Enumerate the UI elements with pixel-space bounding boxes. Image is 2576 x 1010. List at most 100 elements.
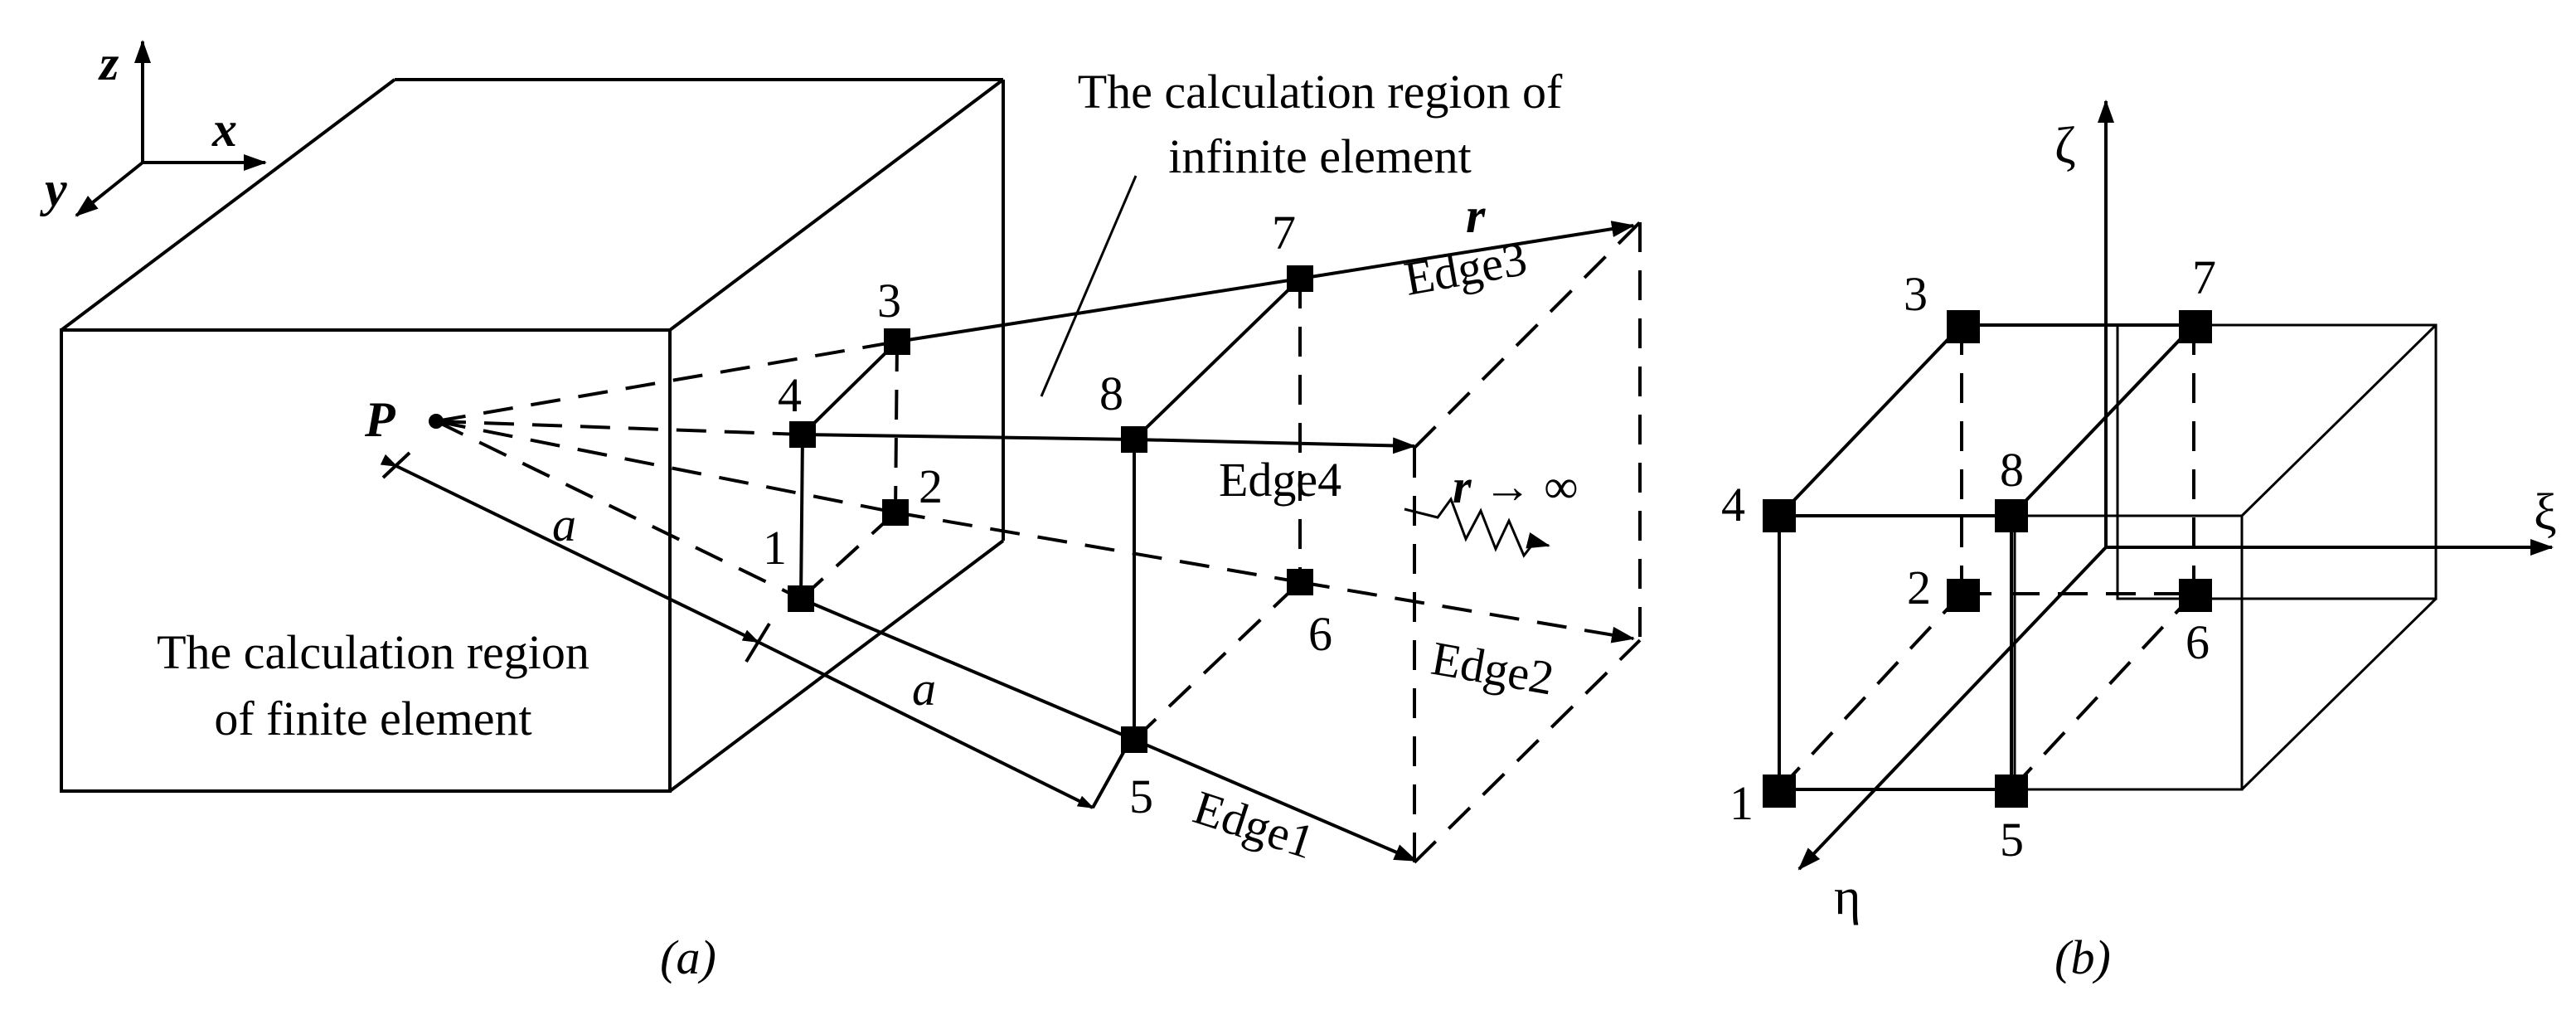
node-label-4: 4 bbox=[778, 368, 802, 422]
zeta-axis-label: ζ bbox=[2054, 118, 2076, 174]
inner-element-face bbox=[799, 340, 899, 600]
node-label-6: 6 bbox=[1308, 607, 1332, 661]
node-label-5: 5 bbox=[2000, 813, 2024, 867]
node-7 bbox=[2179, 310, 2212, 343]
infinite-edges bbox=[800, 221, 1635, 862]
node-4 bbox=[789, 421, 816, 448]
zigzag-arrow bbox=[1526, 532, 1550, 549]
node-label-2: 2 bbox=[919, 459, 943, 513]
node-4 bbox=[1763, 499, 1796, 532]
edge3-inner-segment bbox=[896, 277, 1301, 343]
panel-a-caption: (a) bbox=[660, 930, 716, 984]
eta-axis-arrow bbox=[1797, 546, 2108, 871]
node-2 bbox=[882, 499, 909, 526]
infinite-region-leader-line bbox=[1040, 175, 1138, 397]
infinity-label: r → ∞ bbox=[1453, 459, 1578, 513]
z-axis-label: z bbox=[98, 36, 119, 90]
edge-8-7 bbox=[1133, 277, 1302, 441]
node-6 bbox=[1287, 569, 1313, 595]
edge1-arrow bbox=[1133, 738, 1418, 862]
infinite-region-label-line2: infinite element bbox=[1168, 129, 1472, 183]
edge3-arrow bbox=[1299, 221, 1635, 280]
node-label-4: 4 bbox=[1721, 478, 1745, 532]
coordinate-triad: z x y bbox=[40, 36, 267, 217]
x-axis-label: x bbox=[211, 102, 237, 157]
panel-a: z x y The calculation region of finite e… bbox=[40, 36, 1642, 984]
panel-b-nodes bbox=[1763, 310, 2212, 808]
finite-element-box bbox=[60, 78, 1005, 793]
node-5 bbox=[1121, 726, 1147, 753]
box-top-right-edge bbox=[668, 78, 1005, 332]
dimension-tick-p bbox=[381, 451, 411, 479]
local-axes: ζ ξ η bbox=[1797, 100, 2557, 925]
node-label-7: 7 bbox=[1272, 206, 1296, 260]
node-label-1: 1 bbox=[1729, 776, 1754, 830]
panel-a-node-labels: 1 2 3 4 5 6 7 8 bbox=[763, 206, 1332, 823]
edge1-inner-segment bbox=[800, 597, 1135, 741]
far-face-bottom-edge bbox=[1413, 639, 1642, 864]
ray-to-node-2 bbox=[435, 420, 896, 514]
edge-4-3 bbox=[1778, 323, 1963, 517]
dimension-tick-end bbox=[1091, 747, 1128, 808]
node-label-1: 1 bbox=[763, 521, 787, 575]
ray-to-node-3 bbox=[435, 340, 898, 423]
parent-element-edges bbox=[1778, 323, 2195, 791]
box-top-left-edge bbox=[60, 78, 396, 332]
edge2-inner-segment bbox=[895, 511, 1301, 584]
ray-to-node-1 bbox=[435, 420, 802, 600]
node-label-5: 5 bbox=[1129, 770, 1153, 823]
edge-8-7 bbox=[2010, 323, 2195, 517]
reference-box-bottom-right-connector bbox=[2240, 597, 2438, 791]
node-label-3: 3 bbox=[877, 274, 901, 328]
edge-5-6 bbox=[2010, 592, 2195, 791]
node-5 bbox=[1995, 774, 2028, 808]
node-6 bbox=[2179, 579, 2212, 612]
node-3 bbox=[884, 328, 910, 355]
edge-3-2 bbox=[894, 341, 899, 513]
node-label-3: 3 bbox=[1904, 267, 1928, 321]
finite-region-label-line1: The calculation region bbox=[157, 625, 589, 679]
box-bottom-right-edge bbox=[668, 539, 1005, 793]
infinite-region-label-line1: The calculation region of bbox=[1078, 65, 1563, 119]
edge-4-1 bbox=[799, 434, 804, 600]
node-2 bbox=[1947, 579, 1980, 612]
eta-axis-label: η bbox=[1834, 869, 1860, 925]
node-label-7: 7 bbox=[2192, 250, 2216, 304]
node-3 bbox=[1947, 310, 1980, 343]
outer-element-face bbox=[1133, 277, 1302, 741]
edge4-inner-segment bbox=[802, 433, 1135, 441]
distance-label-a-2: a bbox=[912, 662, 936, 716]
edge-5-6 bbox=[1133, 580, 1302, 741]
finite-region-label-line2: of finite element bbox=[214, 692, 531, 745]
edge-1-2 bbox=[799, 511, 897, 600]
node-label-8: 8 bbox=[2000, 443, 2024, 497]
distance-dimensions: a a bbox=[380, 451, 1128, 809]
node-1 bbox=[788, 585, 814, 612]
edge2-arrow bbox=[1299, 580, 1635, 643]
distance-label-a-1: a bbox=[552, 498, 576, 551]
edge-1-2 bbox=[1778, 592, 1963, 791]
edge4-label: Edge4 bbox=[1219, 453, 1341, 507]
radial-rays bbox=[435, 340, 898, 600]
reference-box-back-face bbox=[2116, 323, 2438, 600]
edge-4-3 bbox=[801, 340, 899, 436]
dimension-arrow-first-a bbox=[380, 454, 759, 643]
infinity-indicator: r → ∞ bbox=[1404, 459, 1578, 558]
node-label-6: 6 bbox=[2185, 615, 2210, 669]
y-axis-label: y bbox=[40, 162, 67, 216]
reference-box-top-right-connector bbox=[2240, 323, 2438, 517]
y-axis-arrow bbox=[75, 161, 144, 217]
radial-coordinate-label: r bbox=[1466, 188, 1486, 243]
point-p-label: P bbox=[364, 392, 396, 447]
far-face-top-edge bbox=[1413, 221, 1642, 449]
node-8 bbox=[1995, 499, 2028, 532]
ray-to-node-4 bbox=[435, 420, 803, 436]
panel-b: ζ ξ η 1 2 3 4 5 6 7 8 (b) bbox=[1721, 100, 2557, 984]
node-label-8: 8 bbox=[1099, 367, 1123, 420]
panel-b-node-labels: 1 2 3 4 5 6 7 8 bbox=[1721, 250, 2216, 867]
node-1 bbox=[1763, 774, 1796, 808]
node-7 bbox=[1287, 265, 1313, 292]
edge1-label: Edge1 bbox=[1187, 780, 1321, 870]
node-8 bbox=[1121, 426, 1147, 453]
